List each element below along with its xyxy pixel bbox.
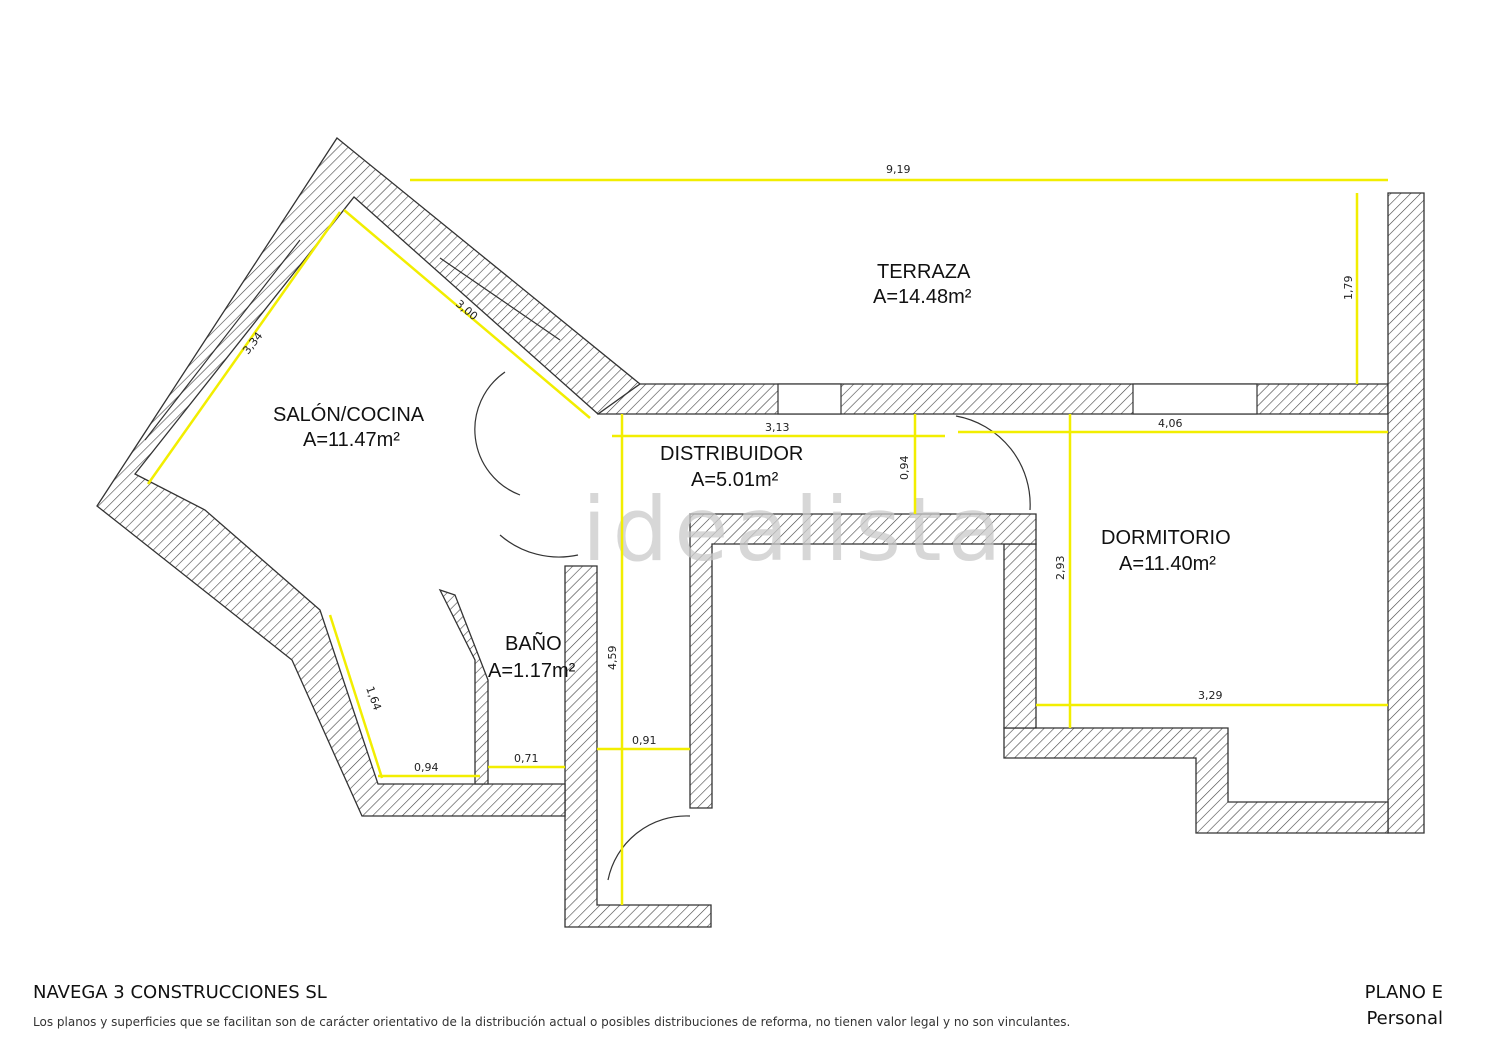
- wall-right: [1387, 192, 1425, 834]
- room-labels: TERRAZA A=14.48m² SALÓN/COCINA A=11.47m²…: [273, 261, 1231, 682]
- room-distribuidor-area: A=5.01m²: [691, 469, 779, 491]
- dim-line-salon-long: [146, 211, 342, 485]
- plan-label: PLANO E: [1364, 982, 1443, 1003]
- dim-hall: 4,59: [606, 646, 619, 671]
- dim-hall-w: 0,91: [632, 734, 657, 747]
- dim-distribuidor: 3,13: [765, 421, 790, 434]
- dim-bano-w: 0,71: [514, 752, 539, 765]
- company-name: NAVEGA 3 CONSTRUCCIONES SL: [33, 982, 327, 1003]
- plan-sublabel: Personal: [1366, 1008, 1443, 1029]
- dim-line-salon-lower: [328, 614, 384, 779]
- dim-dormitorio-bottom: 3,29: [1198, 689, 1223, 702]
- disclaimer-note: Los planos y superficies que se facilita…: [33, 1015, 1071, 1029]
- wall-dormitorio-left: [1003, 543, 1037, 729]
- dimension-labels: 9,19 1,79 3,34 3,00 3,13 0,94 4,06 2,93 …: [240, 163, 1355, 774]
- dim-line-salon-top: [343, 209, 591, 419]
- wall-center-top: [689, 513, 1037, 809]
- room-salon-area: A=11.47m²: [303, 429, 400, 451]
- room-salon-name: SALÓN/COCINA: [273, 403, 425, 426]
- room-dormitorio-area: A=11.40m²: [1119, 553, 1216, 575]
- wall-dormitorio-bottom: [1003, 727, 1389, 834]
- room-distribuidor-name: DISTRIBUIDOR: [660, 443, 803, 465]
- wall-hall-left: [564, 565, 712, 928]
- room-terraza-name: TERRAZA: [877, 261, 971, 283]
- dim-salon-bottom: 0,94: [414, 761, 439, 774]
- room-bano-name: BAÑO: [505, 631, 562, 655]
- dim-total-width: 9,19: [886, 163, 911, 176]
- dim-dormitorio-d: 2,93: [1054, 556, 1067, 581]
- room-terraza-area: A=14.48m²: [873, 286, 972, 308]
- dim-dormitorio-w: 4,06: [1158, 417, 1183, 430]
- floor-plan: idealista 9,19 1,79 3,34 3,00 3,13 0,94 …: [96, 137, 1425, 928]
- watermark: idealista: [582, 478, 1008, 581]
- wall-bano: [438, 588, 489, 785]
- openings: [144, 239, 1258, 881]
- wall-top-middle: [597, 383, 1389, 415]
- room-dormitorio-name: DORMITORIO: [1101, 527, 1231, 549]
- room-bano-area: A=1.17m²: [488, 660, 576, 682]
- wall-salon-outer: [96, 137, 642, 817]
- dim-terraza-depth: 1,79: [1342, 276, 1355, 301]
- window-top-1: [777, 383, 842, 415]
- window-top-2: [1132, 383, 1258, 415]
- dim-salon-lower: 1,64: [363, 685, 384, 712]
- dimension-lines: [146, 178, 1388, 905]
- dim-distribuidor-w: 0,94: [898, 456, 911, 481]
